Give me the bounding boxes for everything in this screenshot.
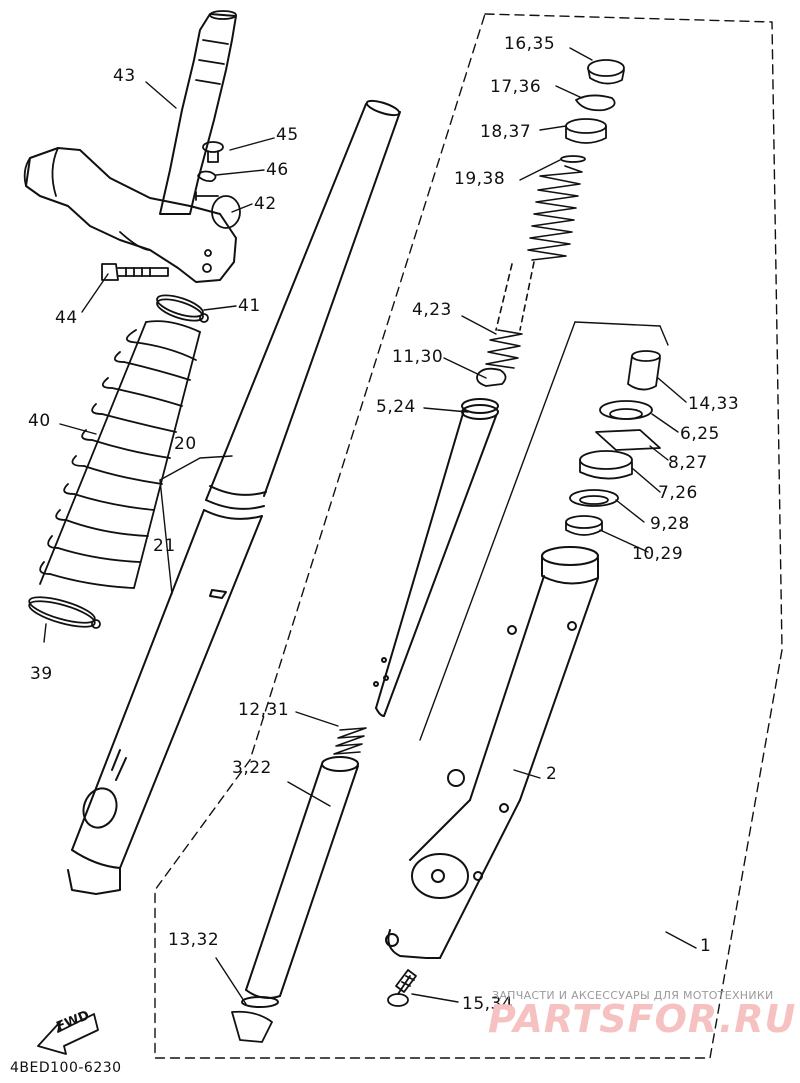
callout-7-26: 7,26 bbox=[658, 483, 698, 503]
washer-46 bbox=[197, 170, 217, 183]
watermark-tagline: ЗАПЧАСТИ И АКСЕССУАРЫ ДЛЯ МОТОТЕХНИКИ bbox=[492, 989, 774, 1002]
callout-14-33: 14,33 bbox=[688, 394, 740, 414]
callout-5-24: 5,24 bbox=[376, 397, 416, 417]
callout-44: 44 bbox=[55, 308, 78, 328]
dust-seal-6-25 bbox=[599, 400, 653, 420]
callout-13-32: 13,32 bbox=[168, 930, 220, 950]
callout-10-29: 10,29 bbox=[632, 544, 684, 564]
callout-8-27: 8,27 bbox=[668, 453, 708, 473]
callout-4-23: 4,23 bbox=[412, 300, 452, 320]
callout-3-22: 3,22 bbox=[232, 758, 272, 778]
under-bracket bbox=[23, 147, 237, 283]
callout-41: 41 bbox=[238, 296, 261, 316]
callout-19-38: 19,38 bbox=[454, 169, 506, 189]
callout-45: 45 bbox=[276, 125, 299, 145]
watermark-logo: PARTSFOR.RU bbox=[488, 997, 797, 1041]
bolt-15-34 bbox=[387, 969, 417, 1007]
retaining-clip-8-27 bbox=[595, 429, 661, 451]
slider-group-bracket bbox=[574, 321, 661, 327]
screw-45 bbox=[202, 141, 224, 163]
ring-11-30 bbox=[476, 367, 507, 387]
callout-1: 1 bbox=[700, 936, 712, 956]
diagram-code: 4BED100-6230 bbox=[10, 1060, 122, 1076]
clamp-42 bbox=[195, 191, 241, 229]
bushing-10-29 bbox=[565, 515, 603, 536]
band-39 bbox=[28, 596, 101, 629]
callout-21: 21 bbox=[153, 536, 176, 556]
leader-lines bbox=[43, 47, 697, 1005]
callout-20: 20 bbox=[174, 434, 197, 454]
callout-11-30: 11,30 bbox=[392, 347, 444, 367]
callout-12-31: 12,31 bbox=[238, 700, 290, 720]
oil-seal-7-26 bbox=[579, 450, 633, 480]
damper-rod-5-24 bbox=[373, 398, 499, 717]
bolt-44 bbox=[101, 263, 169, 281]
fork-boot-40 bbox=[39, 320, 201, 589]
callout-9-28: 9,28 bbox=[650, 514, 690, 534]
spacer-18-37 bbox=[565, 118, 607, 144]
rebound-spring-12-31 bbox=[333, 727, 367, 755]
washer-9-28 bbox=[569, 489, 619, 507]
callout-15-34: 15,34 bbox=[462, 994, 514, 1014]
fork-spring-4-23 bbox=[485, 165, 583, 369]
outer-slider-2 bbox=[385, 546, 599, 959]
o-ring-19-38 bbox=[560, 155, 586, 163]
callout-18-37: 18,37 bbox=[480, 122, 532, 142]
piston-ring-13-32 bbox=[231, 1010, 273, 1043]
inner-tube-3-22 bbox=[241, 756, 359, 1008]
steering-stem bbox=[159, 10, 237, 215]
callout-42: 42 bbox=[254, 194, 277, 214]
callout-16-35: 16,35 bbox=[504, 34, 556, 54]
oil-lock-piece-14-33 bbox=[627, 350, 661, 391]
outer-tube-20-21 bbox=[67, 99, 401, 895]
callout-17-36: 17,36 bbox=[490, 77, 542, 97]
callout-46: 46 bbox=[266, 160, 289, 180]
cap-bolt-16-35 bbox=[587, 59, 625, 85]
band-41 bbox=[156, 294, 209, 323]
callout-39: 39 bbox=[30, 664, 53, 684]
callout-2: 2 bbox=[546, 764, 558, 784]
callout-6-25: 6,25 bbox=[680, 424, 720, 444]
fwd-arrow-icon bbox=[37, 1013, 99, 1055]
assembly-outline-dashed bbox=[154, 13, 783, 1059]
circlip-17-36 bbox=[575, 94, 616, 112]
callout-40: 40 bbox=[28, 411, 51, 431]
callout-43: 43 bbox=[113, 66, 136, 86]
